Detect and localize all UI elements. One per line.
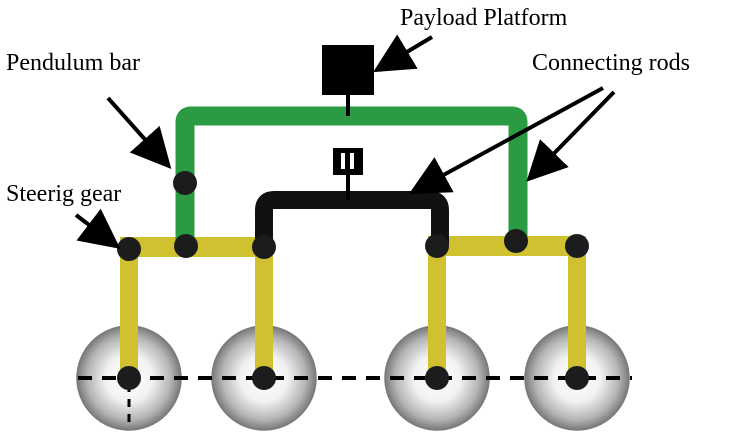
arrow-connecting-rod-2 — [526, 90, 616, 182]
joint-gear-left-inner — [252, 235, 276, 259]
payload-platform-square — [322, 45, 374, 95]
arrow-connecting-rod-1 — [408, 86, 604, 194]
arrow-steering-gear — [74, 208, 121, 249]
joint-gear-left-mid — [174, 234, 198, 258]
joint-wheel-4 — [565, 366, 589, 390]
joint-wheel-3 — [425, 366, 449, 390]
arrow-pendulum-bar — [106, 96, 172, 169]
joint-gear-right-mid — [504, 229, 528, 253]
joint-gear-left-outer — [117, 237, 141, 261]
label-payload-platform: Payload Platform — [400, 5, 568, 31]
annotation-arrows — [74, 34, 616, 249]
joint-gear-right-outer — [565, 234, 589, 258]
pendulum-bar — [175, 106, 528, 244]
arrow-payload-platform — [373, 34, 434, 73]
joint-wheel-1 — [117, 366, 141, 390]
connecting-frame — [255, 191, 449, 244]
label-steering-gear: Steerig gear — [6, 181, 121, 207]
joints — [117, 171, 589, 390]
joint-wheel-2 — [252, 366, 276, 390]
pendulum-pivot-block — [333, 148, 363, 175]
joint-pendulum-upper — [173, 171, 197, 195]
label-connecting-rods: Connecting rods — [532, 50, 690, 76]
label-pendulum-bar: Pendulum bar — [6, 50, 140, 76]
joint-gear-right-inner — [425, 234, 449, 258]
